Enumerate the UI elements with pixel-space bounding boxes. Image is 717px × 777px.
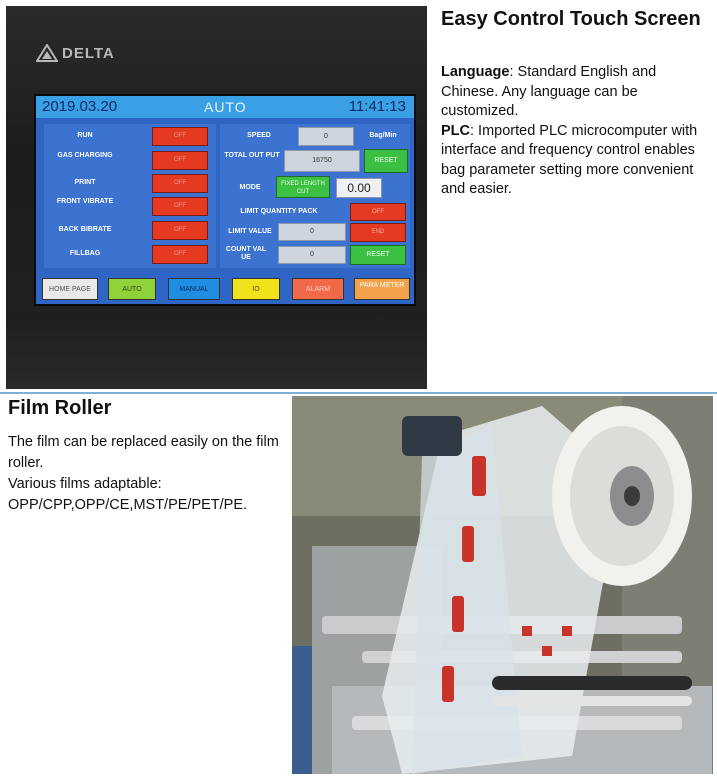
nav-io[interactable]: IO	[232, 278, 280, 300]
label-gas-charging: GAS CHARGING	[57, 152, 113, 159]
delta-logo: DELTA	[36, 44, 115, 62]
hmi-top-bar: 2019.03.20 AUTO 11:41:13	[36, 96, 414, 118]
nav-alarm[interactable]: ALARM	[292, 278, 344, 300]
nav-parameter[interactable]: PARA METER	[354, 278, 410, 300]
back-bibrate-toggle[interactable]: OFF	[152, 221, 208, 240]
hmi-left-panel: RUN OFF GAS CHARGING OFF PRINT OFF FRONT…	[44, 124, 216, 268]
speed-unit: Bag/Min	[369, 132, 397, 139]
print-toggle[interactable]: OFF	[152, 174, 208, 193]
label-total-output: TOTAL OUT PUT	[224, 152, 280, 159]
plc-label: PLC	[441, 122, 470, 139]
hmi-date: 2019.03.20	[42, 98, 118, 115]
total-output-value: 16750	[284, 150, 360, 172]
nav-home-page[interactable]: HOME PAGE	[42, 278, 98, 300]
nav-manual[interactable]: MANUAL	[168, 278, 220, 300]
gas-charging-toggle[interactable]: OFF	[152, 151, 208, 170]
hmi-right-panel: SPEED 0 Bag/Min TOTAL OUT PUT 16750 RESE…	[220, 124, 410, 268]
label-limit-quantity-pack: LIMIT QUANTITY PACK	[240, 208, 318, 215]
hmi-nav-bar: HOME PAGE AUTO MANUAL IO ALARM PARA METE…	[42, 278, 412, 302]
film-roller-description: The film can be replaced easily on the f…	[8, 432, 293, 516]
film-roller-title: Film Roller	[8, 397, 112, 419]
speed-value: 0	[298, 127, 354, 146]
nav-auto[interactable]: AUTO	[108, 278, 156, 300]
label-back-bibrate: BACK BIBRATE	[58, 226, 112, 233]
hmi-bezel	[6, 311, 427, 389]
touch-screen-title: Easy Control Touch Screen	[441, 8, 701, 30]
run-toggle[interactable]: OFF	[152, 127, 208, 146]
hmi-mode: AUTO	[204, 99, 247, 115]
limit-value[interactable]: 0	[278, 223, 346, 241]
film-roller-illustration	[292, 396, 713, 774]
reset-count-button[interactable]: RESET	[350, 245, 406, 265]
hmi-clock: 11:41:13	[348, 98, 406, 115]
mode-select-button[interactable]: FIXED LENGTH CUT	[276, 176, 330, 198]
mode-number[interactable]: 0.00	[336, 178, 382, 198]
front-vibrate-toggle[interactable]: OFF	[152, 197, 208, 216]
label-limit-value: LIMIT VALUE	[228, 228, 272, 235]
limit-pack-toggle[interactable]: OFF	[350, 203, 406, 221]
label-fillbag: FILLBAG	[69, 250, 101, 257]
reset-total-button[interactable]: RESET	[364, 149, 408, 173]
label-print: PRINT	[74, 179, 96, 186]
film-line-2: Various films adaptable:	[8, 476, 162, 492]
label-speed: SPEED	[247, 132, 271, 139]
label-front-vibrate: FRONT VIBRATE	[56, 198, 114, 205]
brand-name: DELTA	[62, 44, 115, 62]
touch-screen-description: Language: Standard English and Chinese. …	[441, 63, 715, 200]
film-line-1: The film can be replaced easily on the f…	[8, 434, 279, 471]
count-value: 0	[278, 246, 346, 264]
label-mode: MODE	[239, 184, 261, 191]
section-divider	[0, 392, 717, 394]
language-label: Language	[441, 64, 510, 80]
film-line-3: OPP/CPP,OPP/CE,MST/PE/PET/PE.	[8, 497, 248, 513]
label-run: RUN	[77, 132, 93, 139]
hmi-photo: DELTA 2019.03.20 AUTO 11:41:13 RUN OFF G…	[6, 6, 427, 389]
end-button[interactable]: END	[350, 223, 406, 242]
plc-text: : Imported PLC microcomputer with interf…	[441, 122, 698, 198]
label-count-value: COUNT VAL UE	[225, 246, 267, 261]
fillbag-toggle[interactable]: OFF	[152, 245, 208, 264]
hmi-screen: 2019.03.20 AUTO 11:41:13 RUN OFF GAS CHA…	[34, 94, 416, 306]
delta-triangle-icon	[36, 44, 58, 62]
film-roller-photo	[292, 396, 713, 774]
language-text: : Standard English and Chinese. Any lang…	[441, 64, 657, 119]
